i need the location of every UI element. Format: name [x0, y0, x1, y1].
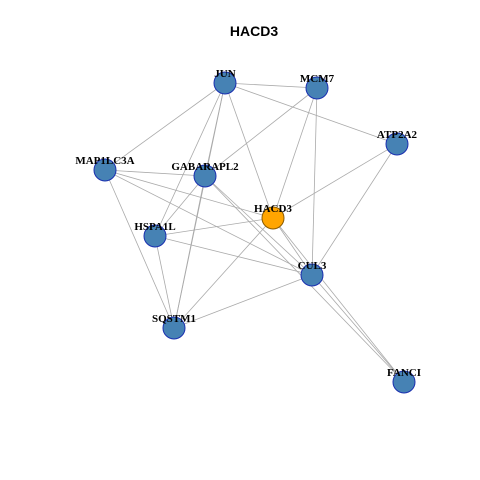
node-label-atp2a2: ATP2A2 — [377, 129, 418, 141]
node-circle-sqstm1 — [162, 316, 186, 340]
edge-gabarapl2-cul3 — [204, 175, 313, 276]
edge-gabarapl2-sqstm1 — [173, 175, 206, 329]
node-label-mcm7: MCM7 — [300, 73, 335, 85]
node-gabarapl2: GABARAPL2 — [171, 161, 239, 188]
node-map1lc3a: MAP1LC3A — [75, 155, 135, 182]
node-circle-gabarapl2 — [193, 164, 217, 188]
edge-jun-mcm7 — [224, 82, 318, 89]
node-label-hspa1l: HSPA1L — [134, 221, 175, 233]
node-label-fanci: FANCI — [387, 367, 421, 379]
edge-map1lc3a-sqstm1 — [104, 169, 175, 329]
edge-mcm7-gabarapl2 — [204, 87, 318, 177]
edge-map1lc3a-cul3 — [104, 169, 313, 276]
edge-cul3-fanci — [311, 274, 405, 383]
edge-map1lc3a-gabarapl2 — [104, 169, 206, 177]
edge-hacd3-cul3 — [272, 217, 313, 276]
edge-mcm7-cul3 — [311, 87, 318, 276]
edge-hacd3-fanci — [272, 217, 405, 383]
edge-gabarapl2-hspa1l — [154, 175, 206, 237]
edge-hacd3-sqstm1 — [173, 217, 274, 329]
node-circle-fanci — [392, 370, 416, 394]
node-hspa1l: HSPA1L — [134, 221, 176, 248]
edge-cul3-sqstm1 — [173, 274, 313, 329]
node-circle-mcm7 — [305, 76, 329, 100]
node-label-jun: JUN — [214, 68, 235, 80]
node-fanci: FANCI — [387, 367, 421, 394]
node-circle-hspa1l — [143, 224, 167, 248]
edge-atp2a2-hacd3 — [272, 143, 398, 219]
node-sqstm1: SQSTM1 — [152, 313, 196, 340]
node-circle-jun — [213, 71, 237, 95]
graph-title: HACD3 — [230, 23, 278, 39]
node-label-cul3: CUL3 — [298, 260, 327, 272]
node-label-hacd3: HACD3 — [254, 203, 292, 215]
node-jun: JUN — [213, 68, 237, 95]
node-circle-hacd3 — [261, 206, 285, 230]
edge-jun-hspa1l — [154, 82, 226, 237]
node-circle-cul3 — [300, 263, 324, 287]
node-atp2a2: ATP2A2 — [377, 129, 418, 156]
edge-map1lc3a-hacd3 — [104, 169, 274, 219]
edge-atp2a2-cul3 — [311, 143, 398, 276]
edge-jun-hacd3 — [224, 82, 274, 219]
edge-layer — [104, 82, 405, 383]
edge-jun-map1lc3a — [104, 82, 226, 171]
node-circle-atp2a2 — [385, 132, 409, 156]
edge-mcm7-hacd3 — [272, 87, 318, 219]
edge-hacd3-hspa1l — [154, 217, 274, 237]
node-label-gabarapl2: GABARAPL2 — [171, 161, 239, 173]
node-cul3: CUL3 — [298, 260, 327, 287]
edge-hspa1l-sqstm1 — [154, 235, 175, 329]
node-circle-map1lc3a — [93, 158, 117, 182]
edge-jun-atp2a2 — [224, 82, 398, 145]
node-label-sqstm1: SQSTM1 — [152, 313, 196, 325]
edge-hspa1l-cul3 — [154, 235, 313, 276]
node-hacd3: HACD3 — [254, 203, 292, 230]
node-label-map1lc3a: MAP1LC3A — [75, 155, 134, 167]
node-mcm7: MCM7 — [300, 73, 335, 100]
